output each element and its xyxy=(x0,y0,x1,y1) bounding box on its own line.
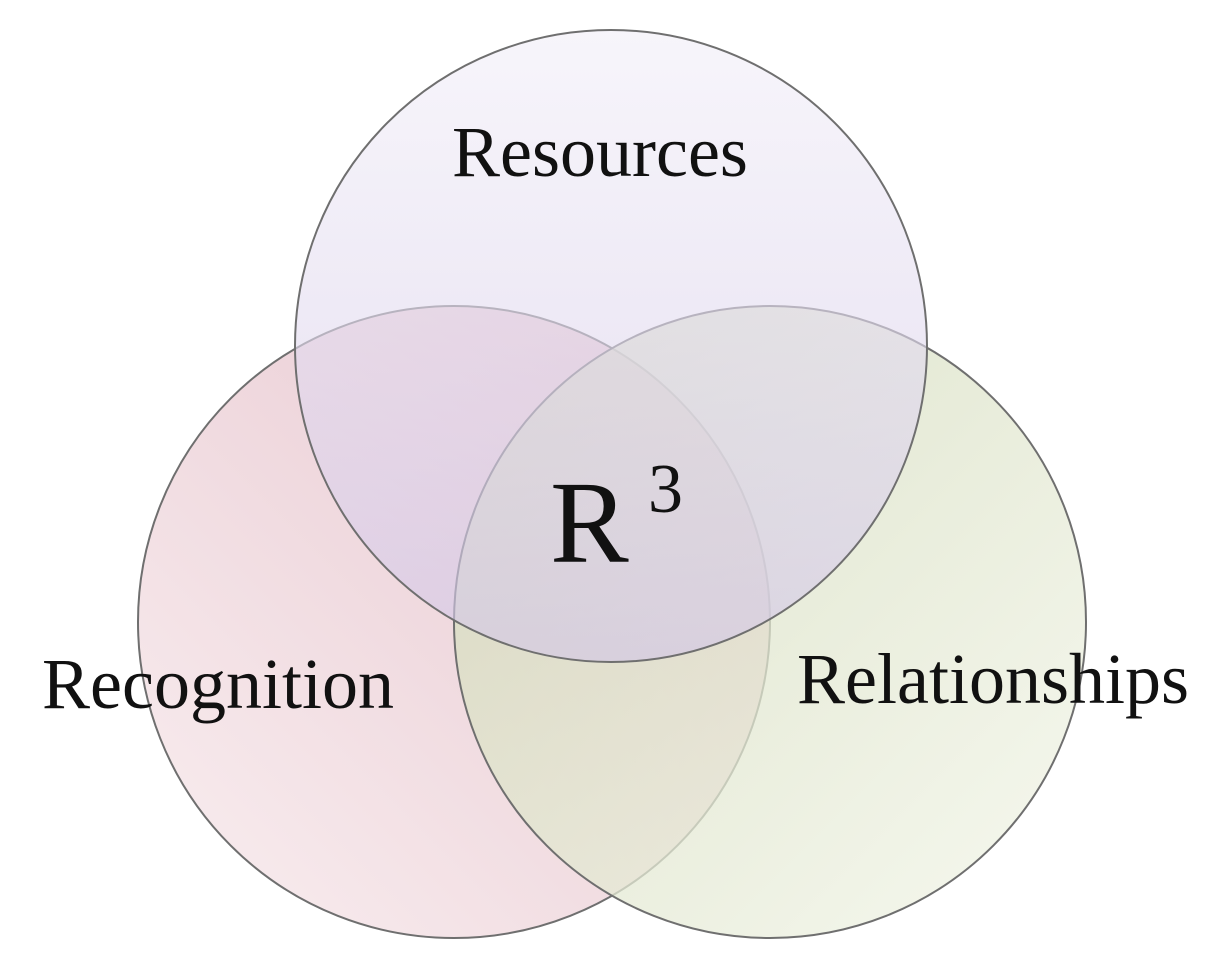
center-label-superscript: 3 xyxy=(648,451,683,528)
center-label-main: R xyxy=(550,457,629,588)
relationships-label: Relationships xyxy=(797,639,1189,719)
resources-label: Resources xyxy=(452,112,748,192)
recognition-label: Recognition xyxy=(42,644,394,724)
center-label: R 3 xyxy=(550,451,683,588)
resources-circle xyxy=(294,29,928,663)
venn-circles xyxy=(137,29,1087,939)
